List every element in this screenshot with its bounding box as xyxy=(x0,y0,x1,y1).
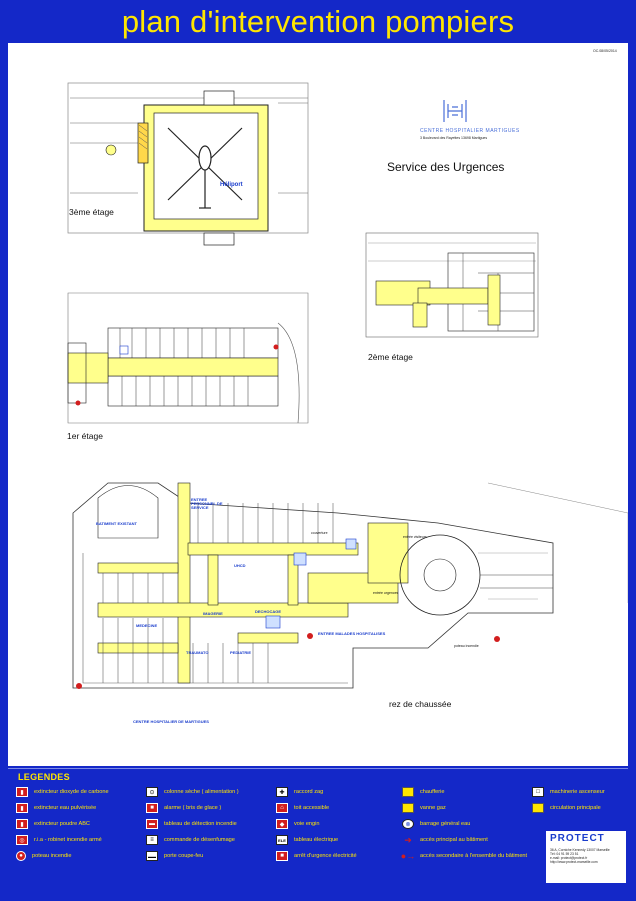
hydrant-label: poteau incendie xyxy=(454,644,479,648)
roof-label: couverture xyxy=(311,531,328,535)
legend-item: ⊙colonne sèche ( alimentation ) xyxy=(146,787,239,797)
legend-item: ✚raccord zag xyxy=(276,787,323,797)
patients-entrance-label: ENTREE MALADES HOSPITALISES xyxy=(318,631,386,636)
legend-item: ▮extincteur eau pulvérisée xyxy=(16,803,96,813)
main-access-icon: ➜ xyxy=(404,834,412,845)
floor-plan-sheet: OC.08/05/2014 CENTRE HOSPITALIER MARTIGU… xyxy=(8,43,628,766)
dry-riser-icon: ⊙ xyxy=(146,787,158,797)
imagerie-label: IMAGERIE xyxy=(203,611,223,616)
page-title: plan d'intervention pompiers xyxy=(121,4,515,39)
third-floor-plan xyxy=(67,82,309,246)
legend-item: ➜accès principal au bâtiment xyxy=(402,835,488,845)
gas-valve-icon: ⚠ xyxy=(402,803,414,813)
legend-item: ◆voie engin xyxy=(276,819,320,829)
gas-coupling-icon: ✚ xyxy=(276,787,288,797)
legend-item: ▬▬porte coupe-feu xyxy=(146,851,204,861)
accessible-roof-icon: ⌂ xyxy=(276,803,288,813)
electric-emergency-stop-icon: ■ xyxy=(276,851,288,861)
legend-panel: LEGENDES ▮extincteur dioxyde de carbone … xyxy=(8,768,628,887)
second-floor-label: 2ème étage xyxy=(368,352,413,362)
company-line2: Tél: 04 91 59 23 51 xyxy=(550,852,579,856)
floor-plans-drawing xyxy=(67,82,628,689)
legend-item: ●poteau incendie xyxy=(16,851,72,861)
fire-detection-panel-icon: ▬ xyxy=(146,819,158,829)
legend-item: □machinerie ascenseur xyxy=(532,787,605,797)
legend-item: ■alarme ( bris de glace ) xyxy=(146,803,221,813)
water-extinguisher-icon: ▮ xyxy=(16,803,28,813)
powder-extinguisher-icon: ▮ xyxy=(16,819,28,829)
legend-item: ⊗barrage général eau xyxy=(402,819,470,829)
existing-building-label: BATIMENT EXISTANT xyxy=(96,521,137,526)
hospital-address: 3 Boulevard des Rayettes 13698 Martigues xyxy=(420,136,488,140)
medecine-label: MEDECINE xyxy=(136,623,158,628)
smoke-vent-icon: ≡ xyxy=(146,835,158,845)
legend-item: ▮extincteur dioxyde de carbone xyxy=(16,787,109,797)
legend-item: circulation principale xyxy=(532,803,601,813)
break-glass-alarm-icon: ■ xyxy=(146,803,158,813)
service-title: Service des Urgences xyxy=(387,160,505,174)
hydrant-icon: ● xyxy=(16,851,26,861)
fire-door-icon: ▬▬ xyxy=(146,851,158,861)
company-name: PROTECT xyxy=(550,833,605,844)
company-line1: 36 A, Corniche Kennedy 13007 Marseille xyxy=(550,848,610,852)
legend-item: ●→accès secondaire à l'ensemble du bâtim… xyxy=(400,851,528,861)
legend-item: ▬tableau de détection incendie xyxy=(146,819,237,829)
heliport-label: Héliport xyxy=(220,182,243,188)
legend-item: ◎r.i.a - robinet incendie armé xyxy=(16,835,102,845)
hospital-footer-label: CENTRE HOSPITALIER DE MARTIGUES xyxy=(133,719,209,724)
dechocage-label: DECHOCAGE xyxy=(255,609,282,614)
uhcd-label: UHCD xyxy=(234,563,246,568)
first-floor-plan xyxy=(67,292,309,424)
main-circulation-icon xyxy=(532,803,544,813)
legend-item: ⚠vanne gaz xyxy=(402,803,446,813)
emergency-entrance-label: entrée urgences xyxy=(373,591,399,595)
company-box: PROTECT 36 A, Corniche Kennedy 13007 Mar… xyxy=(546,831,626,883)
secondary-access-icon: ●→ xyxy=(400,851,416,861)
elevator-machine-icon: □ xyxy=(532,787,544,797)
hospital-logo-icon xyxy=(443,100,467,122)
first-floor-label: 1er étage xyxy=(67,431,103,441)
co2-extinguisher-icon: ▮ xyxy=(16,787,28,797)
visitors-entrance-label: entrée visiteurs xyxy=(403,535,427,539)
hospital-name: CENTRE HOSPITALIER MARTIGUES xyxy=(420,128,520,134)
legend-item: ▮extincteur poudre ABC xyxy=(16,819,90,829)
legend-item: ▲chaufferie xyxy=(402,787,444,797)
company-line4: http://www.protect-marseille.com xyxy=(550,860,598,864)
staff-entrance-label: ENTREE PERSONNEL DE SERVICE xyxy=(191,497,223,510)
boiler-icon: ▲ xyxy=(402,787,414,797)
water-valve-icon: ⊗ xyxy=(402,819,414,829)
legend-item: ⌂toit accessible xyxy=(276,803,329,813)
legend-item: ≡commande de désenfumage xyxy=(146,835,235,845)
pediatrie-label: PEDIATRIE xyxy=(230,650,252,655)
legend-item: ■arrêt d'urgence électricité xyxy=(276,851,357,861)
traumato-label: TRAUMATO xyxy=(186,650,209,655)
document-ref: OC.08/05/2014 xyxy=(593,49,617,53)
ground-floor-plan xyxy=(72,482,628,689)
third-floor-label: 3ème étage xyxy=(69,207,114,217)
second-floor-plan xyxy=(365,232,539,338)
fire-hose-icon: ◎ xyxy=(16,835,28,845)
electric-panel-icon: ELE xyxy=(276,835,288,845)
ground-floor-label: rez de chaussée xyxy=(389,699,452,709)
fire-lane-icon: ◆ xyxy=(276,819,288,829)
company-line3: e-mail: protect@protect.fr xyxy=(550,856,588,860)
legend-title: LEGENDES xyxy=(18,772,70,782)
